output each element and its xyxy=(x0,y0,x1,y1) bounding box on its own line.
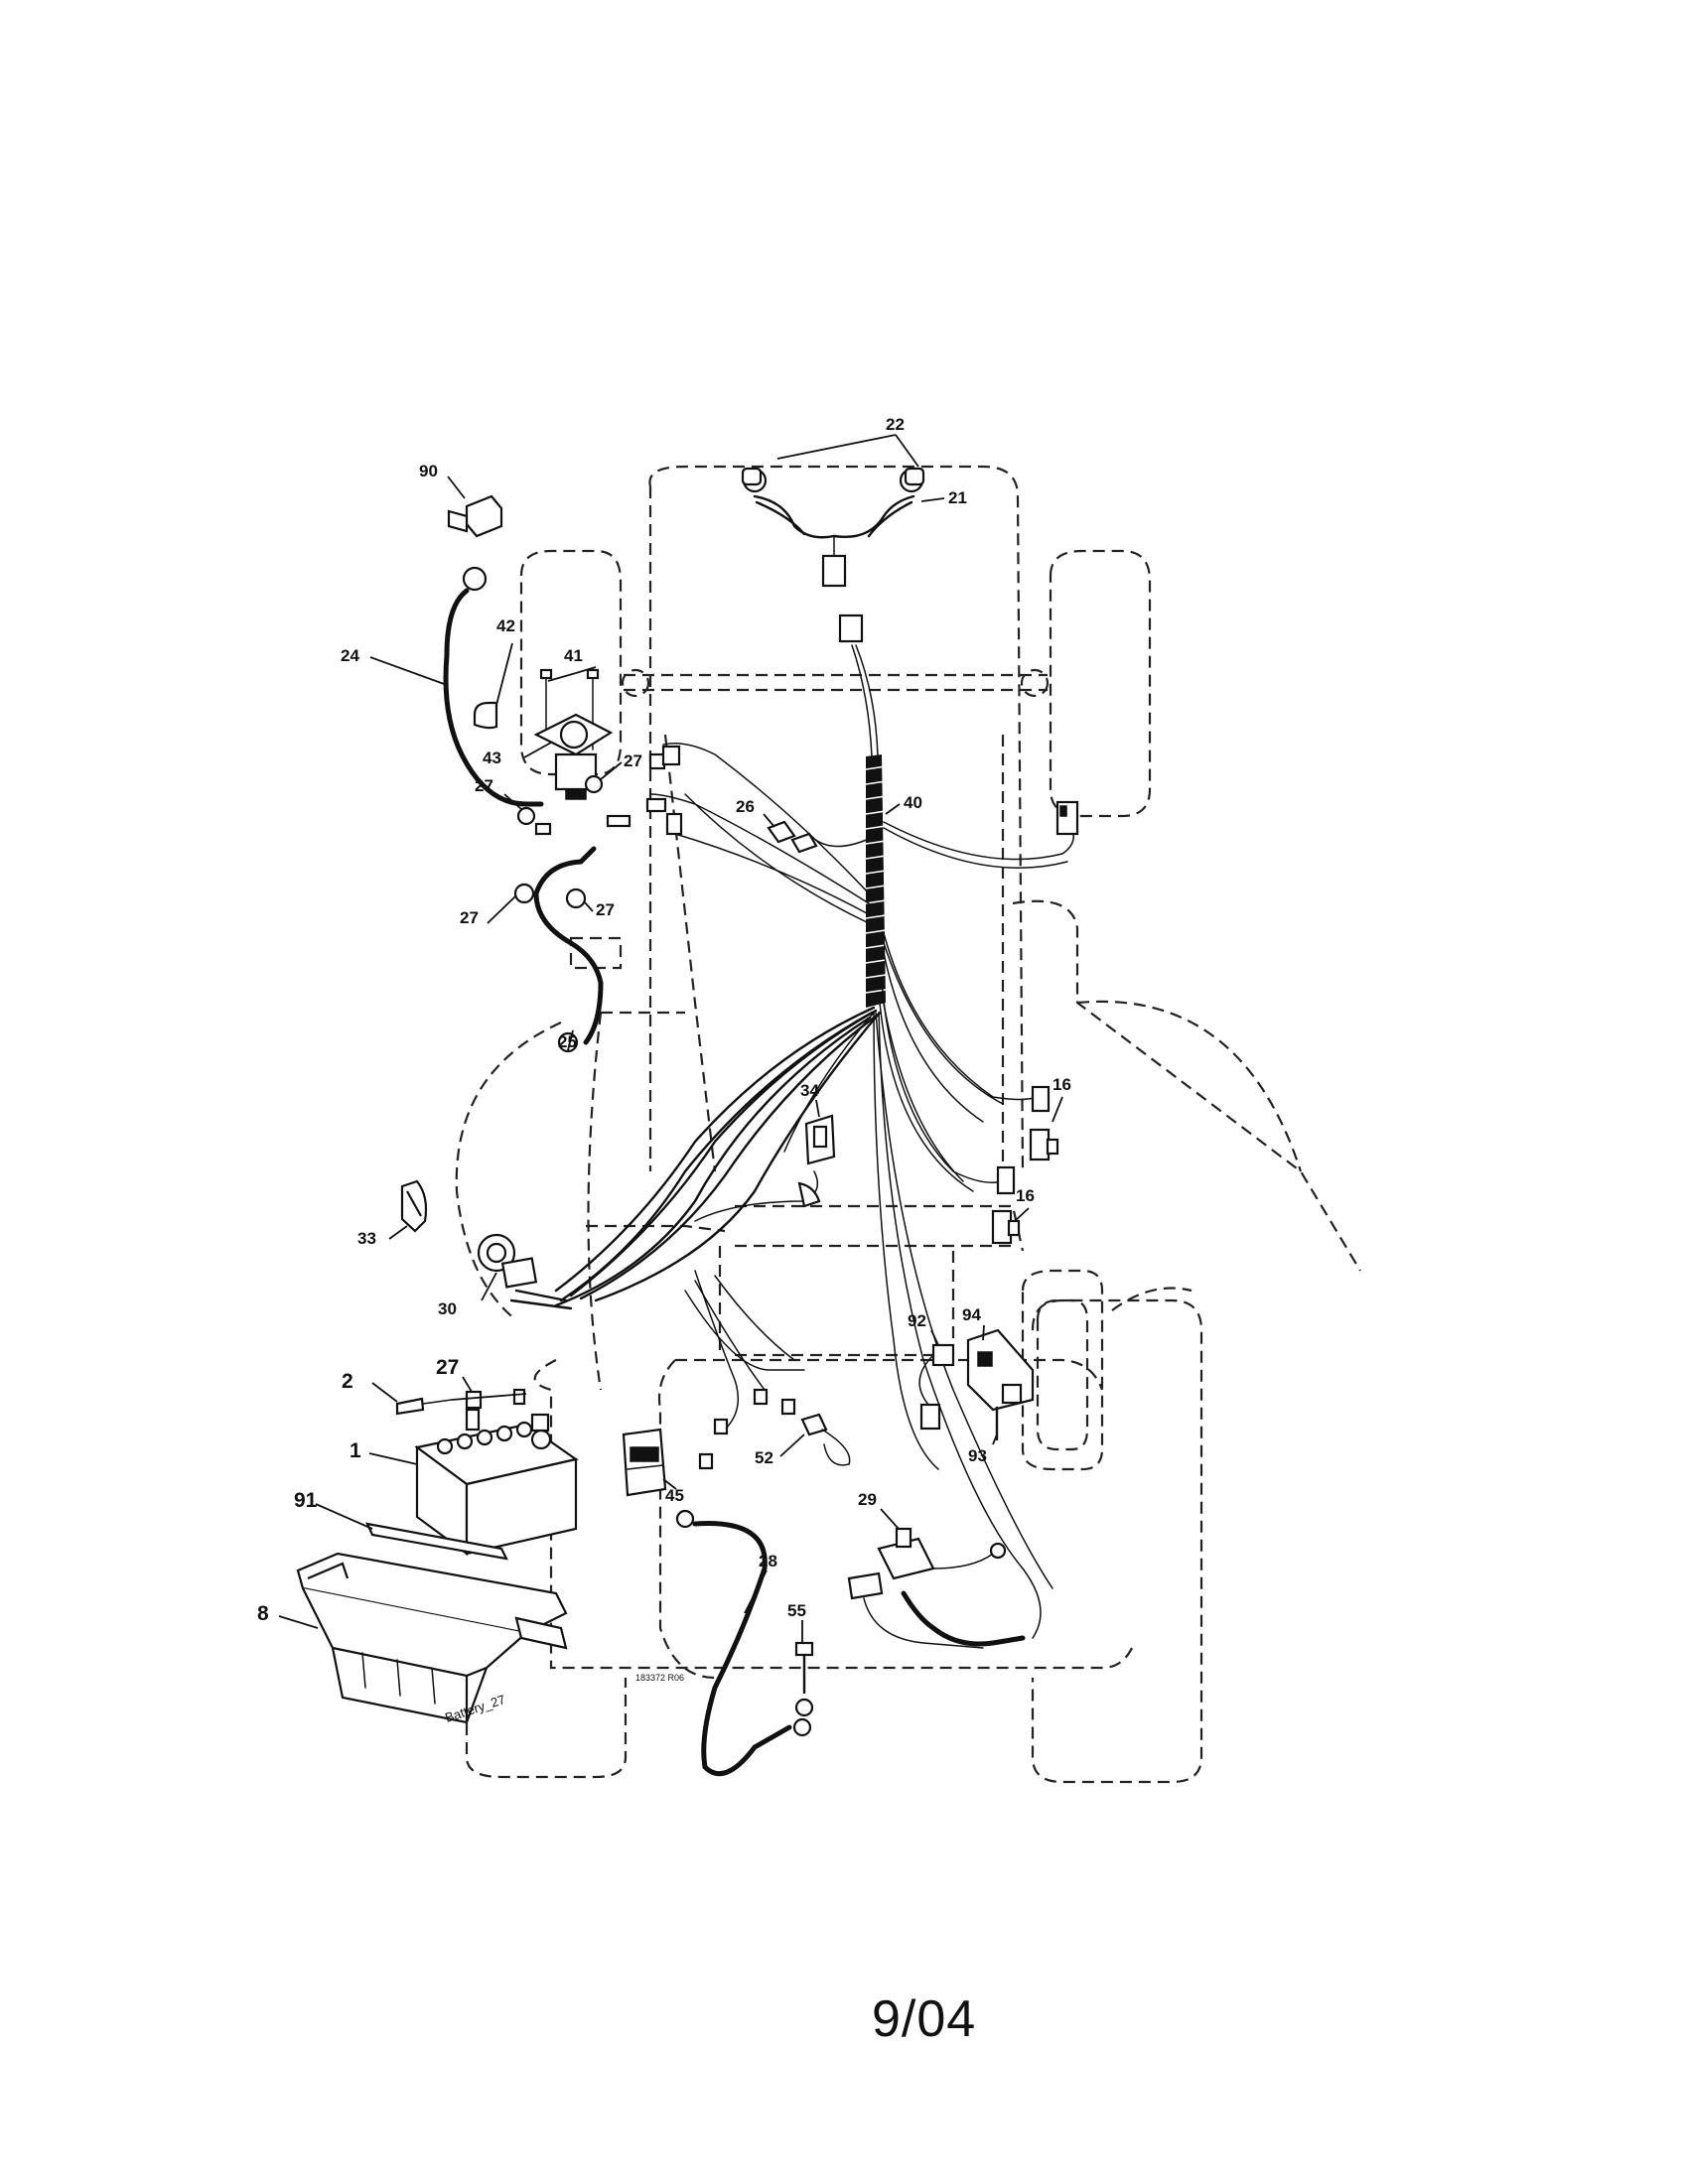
part-26-connectors xyxy=(767,820,818,854)
callout-27: 27 xyxy=(436,1356,459,1379)
drawing-code: 183372 R06 xyxy=(635,1673,684,1683)
part-43-solenoid xyxy=(473,668,614,909)
callout-1: 1 xyxy=(350,1439,361,1462)
callout-34: 34 xyxy=(800,1081,819,1100)
callout-27: 27 xyxy=(596,900,615,919)
callout-45: 45 xyxy=(665,1486,684,1505)
callout-2: 2 xyxy=(342,1370,353,1393)
callout-41: 41 xyxy=(564,646,583,665)
cable-terminals xyxy=(534,745,683,836)
callout-16: 16 xyxy=(1052,1075,1071,1094)
headlight-harness xyxy=(741,467,925,643)
callout-52: 52 xyxy=(755,1448,773,1467)
part-52-sensor xyxy=(800,1413,851,1466)
page-footer-date: 9/04 xyxy=(872,1990,977,2048)
callout-43: 43 xyxy=(483,749,501,767)
part-25-starter-cable xyxy=(533,846,604,1053)
headlight-plug xyxy=(821,554,847,588)
part-29-seat-switch xyxy=(847,1527,1026,1649)
callout-28: 28 xyxy=(759,1552,777,1570)
part-45-module xyxy=(622,1428,667,1497)
part-16-connector-upper xyxy=(1029,1085,1059,1161)
callout-42: 42 xyxy=(496,616,515,635)
callout-22: 22 xyxy=(886,415,905,434)
callout-93: 93 xyxy=(968,1446,987,1465)
callout-91: 91 xyxy=(294,1489,318,1512)
part-33-bracket xyxy=(400,1179,428,1233)
part-92-plug xyxy=(918,1343,955,1431)
callout-94: 94 xyxy=(962,1305,981,1324)
part-28-ground-cable xyxy=(675,1509,812,1777)
callout-55: 55 xyxy=(787,1601,806,1620)
callout-92: 92 xyxy=(908,1311,926,1330)
callout-90: 90 xyxy=(419,462,438,480)
callout-labels: 90 22 21 24 42 41 43 27 27 27 27 25 26 4… xyxy=(257,415,1071,1625)
callout-40: 40 xyxy=(904,793,922,812)
part-front-connector xyxy=(1055,800,1079,836)
part-55-bolt xyxy=(794,1641,814,1717)
callout-30: 30 xyxy=(438,1299,457,1318)
part-24-battery-cable xyxy=(443,566,544,807)
part-8-battery-tray xyxy=(296,1552,568,1724)
headlight-connector xyxy=(838,614,864,643)
callout-27: 27 xyxy=(624,751,642,770)
callout-24: 24 xyxy=(341,646,359,665)
wire-bundle xyxy=(554,644,1074,1639)
callout-27: 27 xyxy=(475,776,493,795)
tractor-outline xyxy=(455,465,1361,1784)
callout-25: 25 xyxy=(558,1032,577,1051)
nut-27 xyxy=(516,806,536,826)
part-1-battery xyxy=(414,1408,579,1557)
callout-21: 21 xyxy=(948,488,967,507)
part-90-cap xyxy=(447,494,503,538)
callout-16: 16 xyxy=(1016,1186,1035,1205)
callout-29: 29 xyxy=(858,1490,877,1509)
part-30-ignition-switch xyxy=(477,1233,573,1310)
part-91-strap xyxy=(365,1522,508,1561)
part-16-connector-lower xyxy=(991,1165,1021,1245)
part-34-switch xyxy=(797,1114,836,1208)
main-harness-loom xyxy=(865,754,887,1008)
part-lower-connectors xyxy=(698,1388,796,1470)
part-94-switch xyxy=(966,1328,1035,1412)
nut-27 xyxy=(584,774,604,794)
part-2-bolt xyxy=(395,1388,527,1416)
callout-26: 26 xyxy=(736,797,755,816)
leader-lines xyxy=(278,434,1063,1643)
callout-27: 27 xyxy=(460,908,479,927)
callout-33: 33 xyxy=(357,1229,376,1248)
callout-8: 8 xyxy=(257,1602,269,1625)
